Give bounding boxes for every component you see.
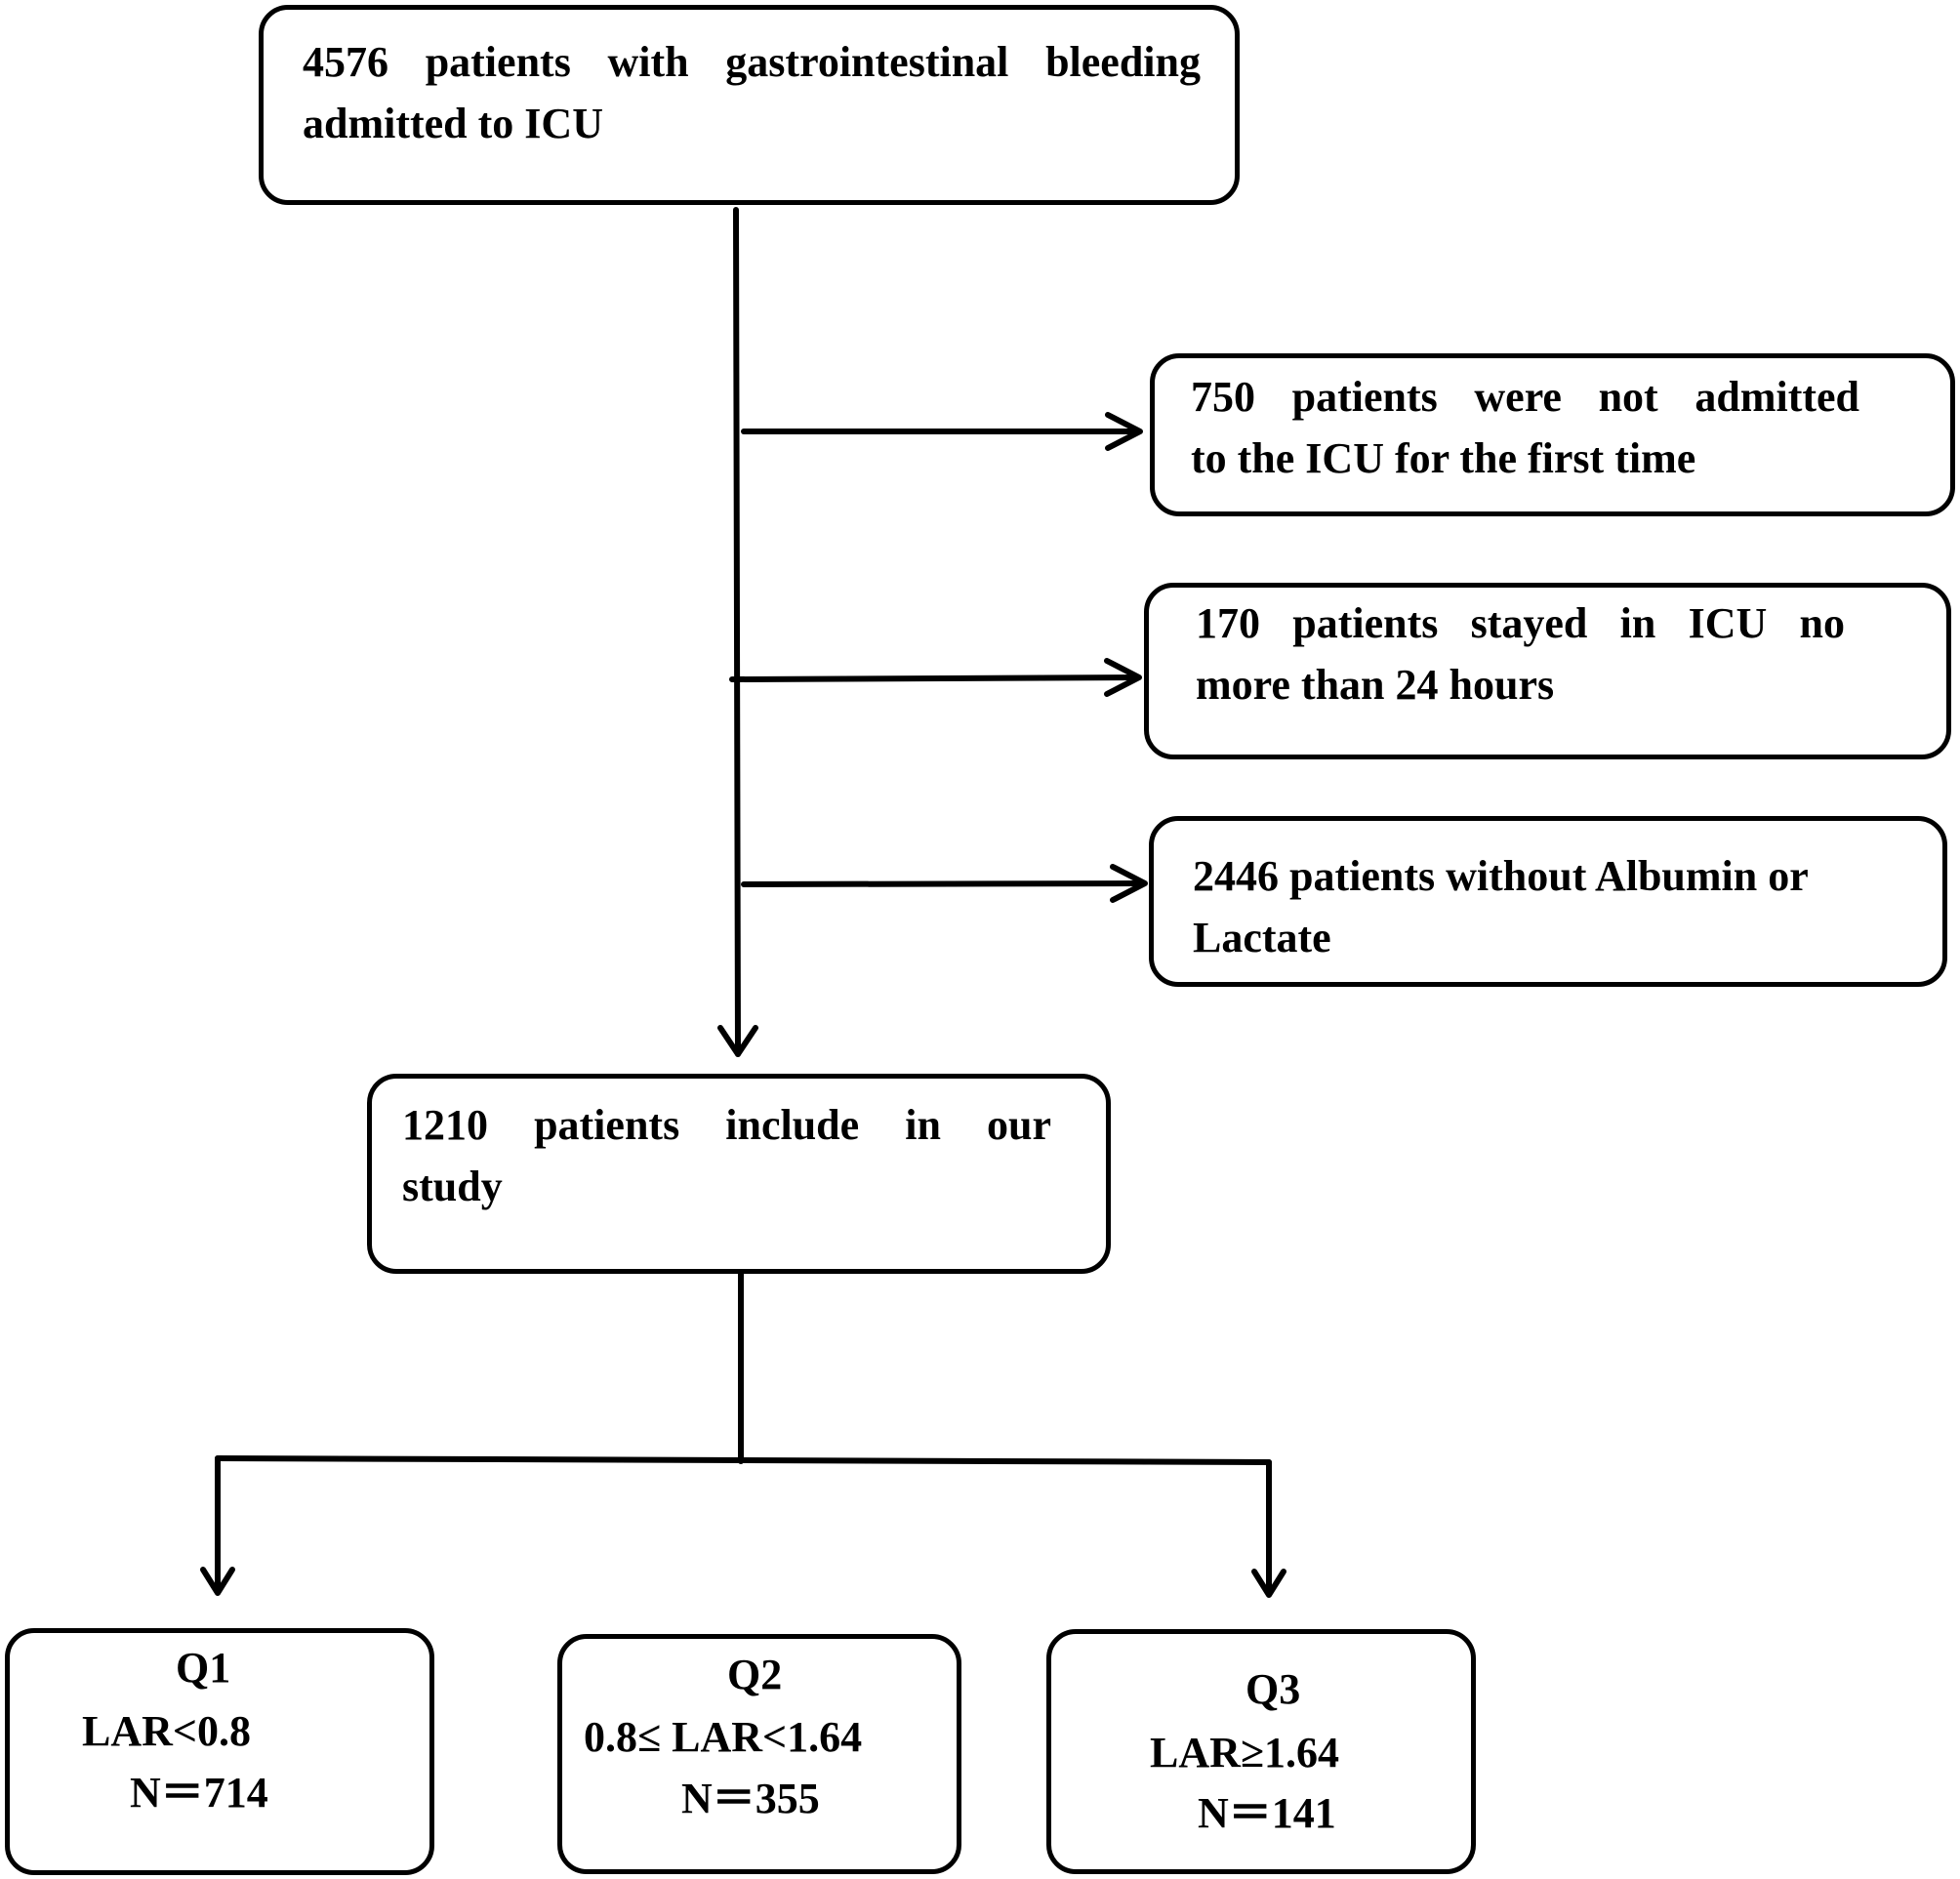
exclusion-3-line-2: Lactate: [1193, 914, 1331, 961]
exclusion-box-3-text: 2446 patients without Albumin or Lactate: [1193, 845, 1886, 968]
main-vertical-connector: [733, 207, 741, 1057]
group-box-q3: [1046, 1629, 1476, 1874]
split-right-arrowhead: [1251, 1569, 1286, 1598]
start-line-1: 4576 patients with gastrointestinal blee…: [303, 38, 1201, 86]
included-box-text: 1210 patients include in our study: [402, 1094, 1051, 1217]
exclusion-2-line-1: 170 patients stayed in ICU no: [1196, 599, 1845, 647]
group-box-q1: [5, 1628, 434, 1875]
split-left-arrowhead: [200, 1567, 235, 1596]
group-q3-range: LAR≥1.64: [1150, 1729, 1340, 1777]
group-q3-count: N＝141: [1198, 1789, 1336, 1837]
group-q1-name: Q1: [176, 1644, 231, 1692]
group-q2-name: Q2: [727, 1651, 783, 1698]
exclusion-box-1-text: 750 patients were not admitted to the IC…: [1191, 366, 1859, 489]
exclusion-box-2: [1144, 583, 1951, 759]
start-box: [259, 5, 1240, 205]
exclusion-3-line-1: 2446 patients without Albumin or: [1193, 852, 1809, 900]
included-box: [367, 1074, 1111, 1274]
group-q2-range: 0.8≤ LAR<1.64: [584, 1713, 863, 1761]
exclusion-1-line-2: to the ICU for the first time: [1191, 434, 1696, 482]
exclusion-arrowhead-1: [1105, 412, 1143, 451]
exclusion-2-line-2: more than 24 hours: [1196, 661, 1555, 709]
group-q1-range: LAR<0.8: [82, 1707, 251, 1755]
main-arrowhead: [717, 1025, 758, 1057]
exclusion-connector-3: [741, 880, 1145, 887]
group-q1-count: N＝714: [130, 1769, 268, 1817]
exclusion-arrowhead-2: [1104, 658, 1142, 697]
included-line-1: 1210 patients include in our: [402, 1101, 1051, 1149]
start-line-2: admitted to ICU: [303, 100, 603, 147]
group-q3-name: Q3: [1245, 1665, 1301, 1713]
exclusion-box-3: [1149, 816, 1947, 987]
exclusion-box-2-text: 170 patients stayed in ICU no more than …: [1196, 592, 1845, 715]
included-line-2: study: [402, 1163, 503, 1210]
exclusion-connector-2: [729, 674, 1139, 682]
exclusion-arrowhead-3: [1110, 864, 1148, 903]
start-box-text: 4576 patients with gastrointestinal blee…: [303, 31, 1201, 154]
group-box-q2: [557, 1634, 961, 1874]
exclusion-box-1: [1150, 353, 1955, 516]
split-horizontal-connector: [215, 1455, 1272, 1465]
exclusion-1-line-1: 750 patients were not admitted: [1191, 373, 1859, 421]
group-q2-count: N＝355: [681, 1775, 820, 1822]
